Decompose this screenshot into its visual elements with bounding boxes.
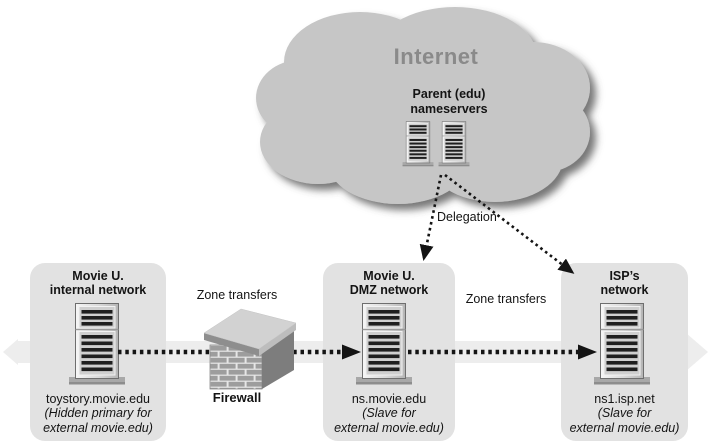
note-line1: (Slave for [362, 406, 416, 420]
arrowhead-icon [578, 344, 597, 360]
hostname-ns1-isp: ns1.isp.net [594, 391, 655, 406]
isp-network-title: ISP’s network [561, 269, 688, 297]
dmz-network-title-line2: DMZ network [349, 283, 429, 297]
delegation-label: Delegation [437, 210, 497, 224]
arrowhead-icon [342, 344, 361, 360]
note-line1: (Hidden primary for [44, 406, 152, 420]
parent-nameservers-line2: nameservers [410, 102, 488, 116]
parent-nameservers-label: Parent (edu) nameservers [389, 87, 509, 117]
note-line2: external movie.edu) [43, 420, 153, 435]
delegation-arrow-to-isp [444, 173, 575, 274]
zone-transfers-label-right: Zone transfers [465, 292, 547, 306]
isp-network-title-line1: ISP’s [609, 269, 640, 283]
hostname-ns-movie: ns.movie.edu [351, 391, 427, 406]
dmz-network-title: Movie U. DMZ network [323, 269, 455, 297]
isp-network-server-label: ns1.isp.net (Slave for external movie.ed… [561, 392, 688, 436]
zone-transfer-arrow-right [408, 344, 597, 360]
hostname-toystory: toystory.movie.edu [46, 391, 150, 406]
internal-network-title: Movie U. internal network [30, 269, 166, 297]
delegation-arrow-to-dmz [419, 174, 443, 261]
isp-network-title-line2: network [600, 283, 649, 297]
dmz-network-title-line1: Movie U. [363, 269, 415, 283]
internal-network-server-label: toystory.movie.edu (Hidden primary for e… [30, 392, 166, 436]
dmz-network-server-label: ns.movie.edu (Slave for external movie.e… [323, 392, 455, 436]
note-line2: external movie.edu) [569, 420, 680, 435]
internal-network-title-line1: Movie U. [72, 269, 124, 283]
note-line2: external movie.edu) [334, 420, 444, 435]
firewall-label: Firewall [212, 390, 262, 405]
zone-transfers-label-left: Zone transfers [196, 288, 278, 302]
parent-nameservers-line1: Parent (edu) [412, 87, 486, 101]
firewall-icon [203, 308, 297, 390]
note-line1: (Slave for [597, 406, 652, 420]
internal-network-title-line2: internal network [49, 283, 147, 297]
internet-label: Internet [393, 44, 479, 69]
